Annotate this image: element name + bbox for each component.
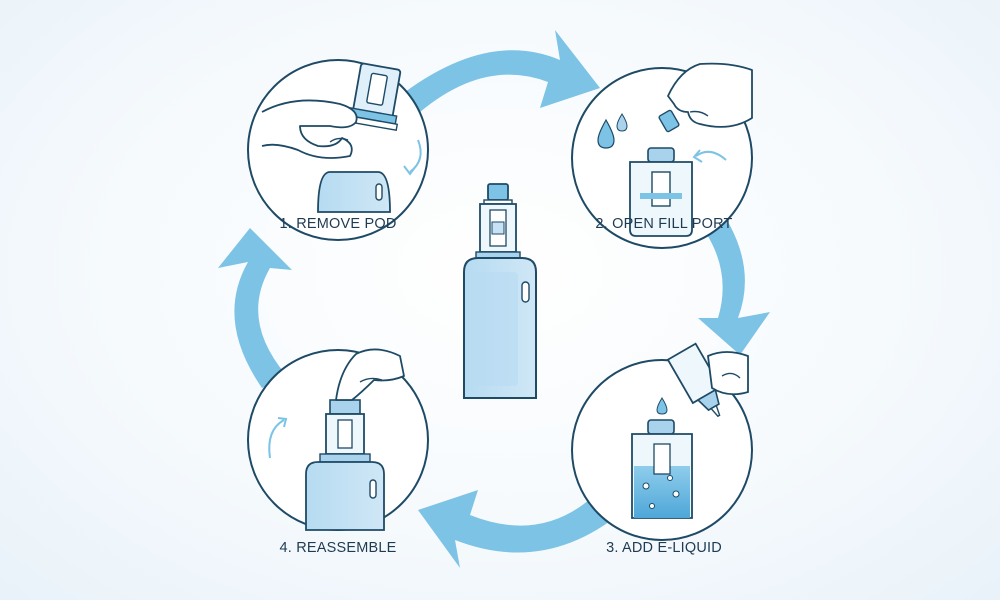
vape-device-icon (305, 399, 385, 531)
cycle-arrow-icon (690, 198, 770, 355)
curved-arrow-icon (403, 139, 422, 176)
droplet-icon (597, 118, 615, 149)
hand-icon (261, 99, 358, 159)
step-4-label: 4. REASSEMBLE (279, 540, 396, 556)
hand-icon (707, 351, 749, 396)
center-vape-device (463, 183, 537, 399)
cycle-arrows (218, 30, 770, 568)
step-1-label: 1. REMOVE POD (279, 216, 396, 232)
step-2: 2. OPEN FILL PORT (571, 62, 753, 249)
step-1: 1. REMOVE POD (247, 59, 429, 241)
cycle-arrow-icon (418, 490, 622, 568)
curved-arrow-icon (692, 149, 727, 163)
cycle-arrow-icon (218, 228, 292, 388)
step-2-label: 2. OPEN FILL PORT (595, 216, 732, 232)
pod-icon (631, 419, 693, 519)
step-3: 3. ADD E-LIQUID (571, 342, 753, 556)
pod-icon (344, 62, 402, 132)
droplet-icon (656, 397, 668, 415)
device-drip-tip (487, 183, 509, 201)
pod-icon (629, 147, 693, 237)
fill-port-cap-icon (658, 109, 680, 133)
device-fire-button (521, 281, 530, 303)
cycle-arrow-icon (405, 30, 600, 112)
droplet-icon (616, 113, 628, 132)
curved-arrow-icon (268, 417, 288, 459)
hand-icon (335, 348, 405, 401)
step-3-label: 3. ADD E-LIQUID (606, 540, 722, 556)
step-4: 4. REASSEMBLE (247, 348, 429, 556)
vape-device-icon (317, 171, 391, 213)
hand-icon (667, 62, 753, 128)
